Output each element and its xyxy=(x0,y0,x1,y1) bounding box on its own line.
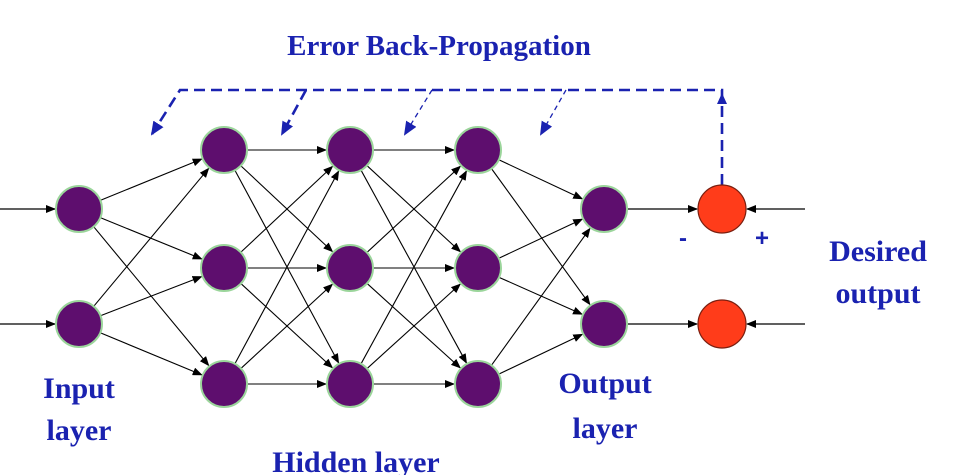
error-comparators xyxy=(697,184,747,349)
input-output-lines xyxy=(0,205,805,328)
minus-sign: - xyxy=(679,225,687,252)
connection-l0-1-to-2 xyxy=(100,332,203,376)
neuron-layer1-2 xyxy=(200,360,248,408)
neuron-layer4-1 xyxy=(580,300,628,348)
connection-l1-2-to-0 xyxy=(234,170,340,365)
desired-output-label-line1: Desired xyxy=(829,235,927,268)
connection-l2-2-to-1 xyxy=(366,283,461,369)
connection-l3-0-to-1 xyxy=(491,168,591,306)
input-layer-label-line2: layer xyxy=(47,414,112,447)
connection-l3-2-to-1 xyxy=(498,333,584,375)
neuron-layer2-2 xyxy=(326,360,374,408)
connections xyxy=(93,146,591,388)
output-layer-label-line1: Output xyxy=(558,367,651,400)
connection-l0-1-to-1 xyxy=(100,276,203,317)
neurons xyxy=(55,126,628,408)
connection-l1-1-to-0 xyxy=(240,165,334,253)
input-layer-label-line1: Input xyxy=(43,372,115,405)
neuron-layer3-0 xyxy=(454,126,502,174)
connection-l2-2-to-0 xyxy=(360,170,467,365)
back-propagation-path xyxy=(150,88,727,185)
neuron-layer2-1 xyxy=(326,244,374,292)
error-comparator-1 xyxy=(697,299,747,349)
neuron-layer1-1 xyxy=(200,244,248,292)
desired-output-label-line2: output xyxy=(835,277,920,310)
neuron-layer3-1 xyxy=(454,244,502,292)
plus-sign: + xyxy=(755,225,769,252)
neuron-layer4-0 xyxy=(580,185,628,233)
connection-l1-2-to-1 xyxy=(240,283,334,369)
connection-l3-2-to-0 xyxy=(490,227,591,366)
connection-l0-1-to-0 xyxy=(93,167,210,307)
output-layer-label-line2: layer xyxy=(573,412,638,445)
error-comparator-0 xyxy=(697,184,747,234)
back-propagation-main-path xyxy=(150,88,724,185)
back-propagation-branch-1 xyxy=(403,89,433,136)
connection-l3-0-to-0 xyxy=(498,159,584,200)
hidden-layer-label: Hidden layer xyxy=(272,446,440,475)
neuron-layer0-0 xyxy=(55,185,103,233)
neuron-layer2-0 xyxy=(326,126,374,174)
back-propagation-branch-2 xyxy=(540,89,567,136)
neuron-layer0-1 xyxy=(55,300,103,348)
connection-l2-1-to-0 xyxy=(366,165,462,253)
neuron-layer1-0 xyxy=(200,126,248,174)
connection-l3-1-to-1 xyxy=(498,276,583,315)
back-propagation-up-arrowhead xyxy=(717,93,727,104)
connection-l3-1-to-0 xyxy=(498,218,584,259)
neuron-layer3-2 xyxy=(454,360,502,408)
connection-l0-0-to-0 xyxy=(100,158,203,201)
back-propagation-branch-0 xyxy=(280,89,308,136)
diagram-title: Error Back-Propagation xyxy=(287,30,591,62)
